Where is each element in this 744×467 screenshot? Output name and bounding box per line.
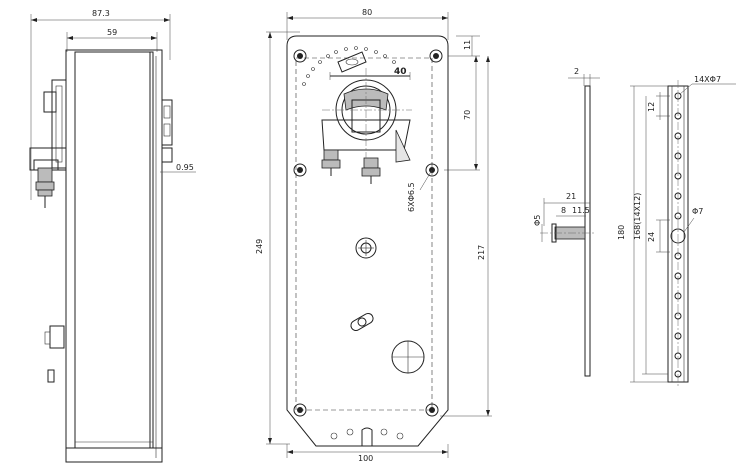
- dim-overall-width: 87.3: [92, 9, 110, 18]
- dim-holes-count: 14XΦ7: [694, 75, 721, 84]
- dim-hole-span: 168(14X12): [633, 193, 642, 240]
- front-view: 80 11 70 249 217 100: [255, 8, 492, 463]
- dim-length-11-5: 11.5: [572, 206, 590, 215]
- position-scale: [302, 46, 396, 86]
- mounting-hole: [425, 403, 439, 417]
- bracket-side-view: 2 21 8 11.5 Φ5: [533, 67, 600, 377]
- bracket-front-view: 14XΦ7 12 180 168(14X12) 24 Φ7: [617, 75, 736, 388]
- dim-hole-spacing: 70: [463, 110, 472, 120]
- actuator-outline: [286, 35, 449, 447]
- dim-length-8: 8: [561, 206, 566, 215]
- side-view: 87.3 59 0.95: [29, 9, 196, 463]
- dim-shaft-travel: 40: [394, 67, 407, 77]
- dim-length-21: 21: [566, 192, 576, 201]
- dim-hole-diameter: Φ7: [692, 207, 703, 216]
- dim-pin-diameter: Φ5: [533, 215, 542, 226]
- mounting-hole: [293, 403, 307, 417]
- mounting-hole: [293, 163, 307, 177]
- dim-overall-height: 249: [255, 239, 264, 254]
- mounting-hole: [293, 49, 307, 63]
- dim-plate-thickness: 0.95: [176, 163, 194, 172]
- dim-inner-height: 217: [477, 245, 486, 260]
- dim-top-offset: 11: [463, 40, 472, 50]
- dim-mid-offset: 24: [647, 232, 656, 242]
- dim-thickness: 2: [574, 67, 579, 76]
- dim-body-width: 59: [107, 28, 117, 37]
- dim-bottom-width: 100: [358, 454, 373, 463]
- shaft-clamp: [321, 68, 412, 184]
- dim-total-length: 180: [617, 225, 626, 240]
- dim-top-width: 80: [362, 8, 372, 17]
- dim-mounting-holes: 6XΦ6.5: [407, 182, 416, 212]
- center-hole: [355, 237, 377, 259]
- mounting-hole: [425, 163, 439, 177]
- mounting-hole: [429, 49, 443, 63]
- bracket-holes: [670, 92, 686, 378]
- dim-pitch-top: 12: [647, 102, 656, 112]
- manual-override: [350, 313, 374, 331]
